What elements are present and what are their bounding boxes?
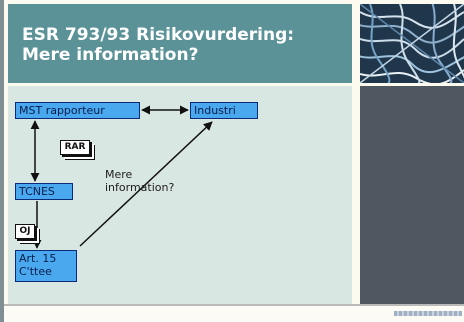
title-band [8, 4, 352, 83]
slide-left-border [0, 0, 4, 322]
rar-document-icon: RAR [60, 140, 90, 155]
decorative-fibers-photo [360, 4, 464, 83]
dark-side-panel [360, 86, 464, 304]
slide-footer [4, 306, 464, 322]
node-mst-rapporteur: MST rapporteur [15, 102, 140, 119]
art-industri-arrow [79, 121, 213, 247]
slide-title: ESR 793/93 Risikovurdering: Mere informa… [22, 25, 295, 65]
footer-logo-mark [394, 311, 462, 316]
footer-divider [4, 304, 464, 306]
oj-document-icon: OJ [15, 224, 35, 239]
node-tcnes: TCNES [15, 183, 73, 200]
fibers-image [360, 4, 464, 83]
mere-information-note: Mere information? [105, 168, 175, 194]
node-industri: Industri [190, 102, 258, 119]
node-art-15-cttee: Art. 15 C'ttee [15, 250, 77, 282]
